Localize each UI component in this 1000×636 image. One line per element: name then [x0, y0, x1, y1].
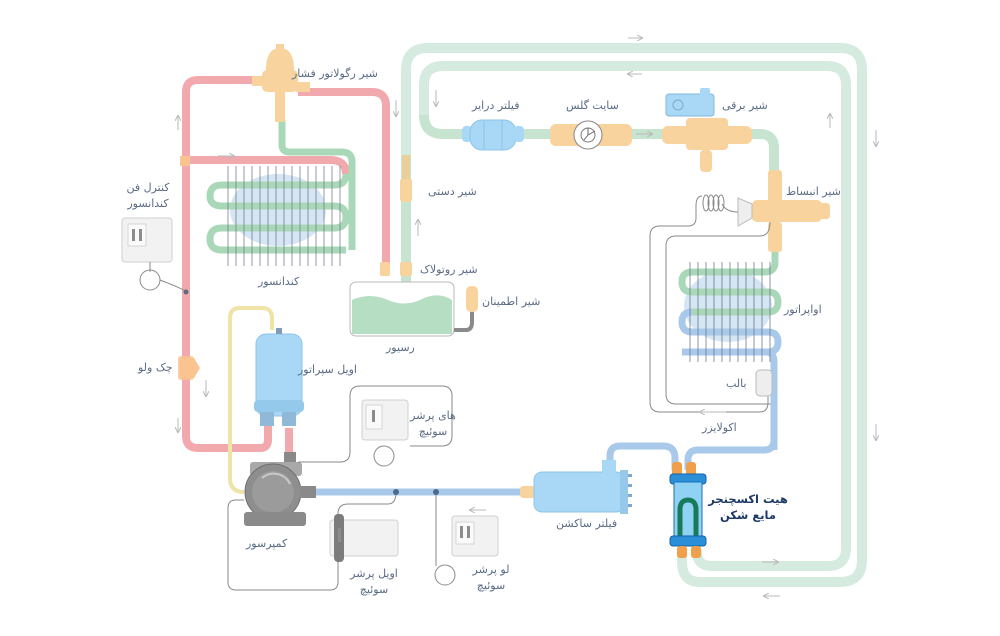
label-high-pressure-switch-line2: سوئیچ: [418, 425, 448, 438]
label-safety-valve: شیر اطمینان: [482, 295, 541, 308]
pressure-regulator-valve: [252, 44, 310, 122]
label-condenser-fan-control-line2: کندانسور: [127, 197, 169, 210]
label-pressure-regulator-valve: شیر رگولاتور فشار: [292, 67, 378, 80]
label-check-valve: چک ولو: [138, 361, 173, 374]
suction-line: [310, 430, 778, 496]
label-condenser-fan-control-line1: کنترل فن: [126, 181, 170, 194]
heat-exchanger: [669, 462, 707, 558]
label-oil-separator: اویل سپراتور: [298, 363, 357, 376]
label-manual-valve: شیر دستی: [428, 185, 477, 198]
label-oil-pressure-switch-line2: سوئیچ: [359, 583, 389, 596]
label-low-pressure-switch-line2: سوئیچ: [476, 579, 506, 592]
flow-arrows: [178, 38, 876, 596]
rotolock-valve: [400, 262, 412, 276]
condenser-coil: [206, 120, 356, 266]
low-pressure-switch: [433, 489, 499, 586]
capillary-coil-icon: [702, 194, 725, 212]
liquid-line-outer-loop: [401, 43, 867, 587]
label-compressor: کمپرسور: [246, 537, 288, 550]
label-evaporator: اواپراتور: [784, 303, 822, 316]
manual-valve: [400, 178, 412, 202]
label-rotolock-valve: شیر روتولاک: [420, 263, 478, 276]
sight-glass: [550, 120, 632, 150]
oil-separator: [254, 328, 304, 426]
label-bulb: بالب: [726, 377, 747, 390]
label-condenser: کندانسور: [258, 275, 300, 288]
label-equalizer: اکولایزر: [702, 421, 737, 434]
safety-valve: [466, 286, 478, 312]
evaporator-coil: [678, 252, 782, 450]
condenser-fan-control: [121, 217, 189, 295]
label-sight-glass: سایت گلس: [566, 99, 619, 112]
label-filter-dryer: فیلتر درایر: [472, 99, 520, 112]
expansion-valve: [737, 170, 830, 252]
compressor: [244, 452, 316, 526]
label-receiver: رسیور: [386, 341, 415, 354]
oil-pressure-switch: [227, 489, 399, 591]
thermal-bulb-capillary: [649, 194, 772, 413]
bulb-icon: [755, 369, 773, 397]
label-expansion-valve: شیر انبساط: [786, 185, 841, 198]
receiver: [349, 155, 478, 337]
label-high-pressure-switch-line1: های پرشر: [410, 409, 456, 422]
receiver-inlet: [380, 262, 390, 276]
filter-dryer: [462, 119, 524, 151]
oil-return-line: [228, 306, 274, 494]
label-suction-filter: فیلتر ساکشن: [556, 517, 618, 530]
hot-gas-line: [182, 76, 390, 462]
label-solenoid-valve: شیر برقی: [722, 99, 768, 112]
label-heat-exchanger-line1: هیت اکسچنجر: [708, 492, 788, 506]
hot-gas-fitting: [180, 156, 190, 166]
high-pressure-switch: [298, 385, 453, 467]
check-valve: [178, 356, 200, 380]
suction-filter: [520, 460, 632, 514]
label-low-pressure-switch-line1: لو پرشر: [472, 563, 510, 576]
solenoid-valve: [662, 88, 752, 172]
label-heat-exchanger-line2: مایع شکن: [720, 508, 776, 522]
label-oil-pressure-switch-line1: اویل پرشر: [350, 567, 398, 580]
